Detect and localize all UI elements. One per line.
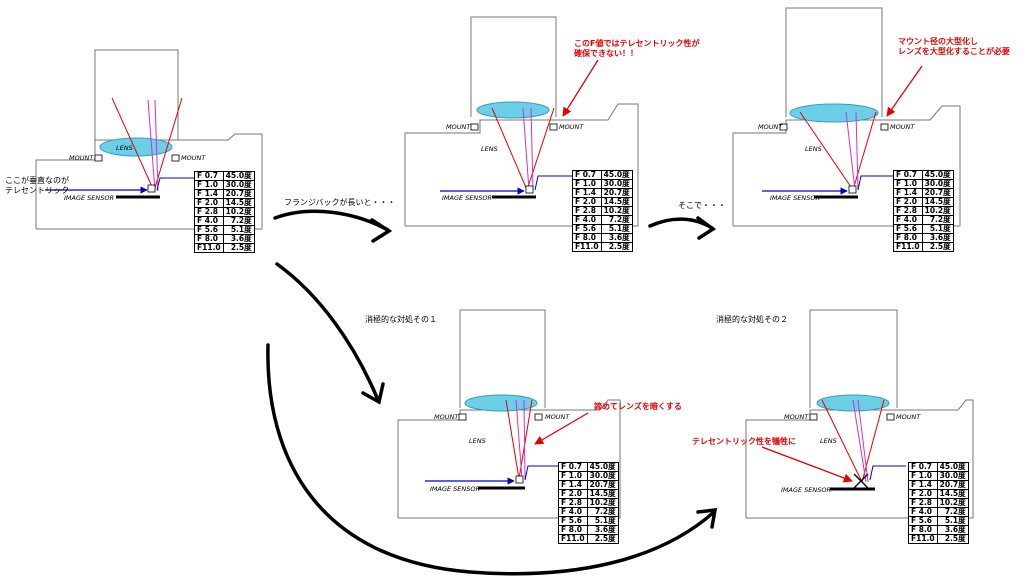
annotation-sacrifice: テレセントリック性を犠牲に [692,437,796,446]
image-sensor-label: IMAGE SENSOR [64,194,115,202]
cross-x-2 [853,473,869,489]
fnumber-cell: F11.0 [908,534,938,544]
mount-box-left [94,154,103,162]
fnumber-cell: F11.0 [558,534,588,544]
camera-panel-2 [404,16,639,227]
annotation-enlarge-mount: マウント径の大型化し レンズを大型化することが必要 [898,37,1010,56]
flow-arrows [266,209,718,576]
mount-label-right: MOUNT [890,123,915,131]
arrow-mid [275,262,380,402]
lens-label: LENS [820,437,837,445]
camera-panel-4 [397,309,621,519]
mount-label-left: MOUNT [758,123,783,131]
fnumber-cell: F11.0 [194,243,224,253]
lens-barrel [94,49,179,140]
pixel-square [147,184,156,193]
angle-cell: 2.5度 [921,242,954,252]
arrow-mid-head [361,382,385,405]
camera-panel-3 [732,7,961,227]
image-sensor-label: IMAGE SENSOR [442,194,493,202]
image-sensor-label: IMAGE SENSOR [430,485,481,493]
mount-label-right: MOUNT [545,413,570,421]
annotation-stop-down: 諦めてレンズを暗くする [594,402,682,411]
lens-label: LENS [805,145,822,153]
lens-label: LENS [481,145,498,153]
camera-panel-5 [745,309,974,519]
mount-label-left: MOUNT [784,413,809,421]
fnumber-cell: F11.0 [893,242,923,252]
mount-label-right: MOUNT [559,123,584,131]
caption-soko-de: そこで・・・ [678,201,726,210]
mount-label-right: MOUNT [181,154,206,162]
mount-box-right [171,154,180,162]
caption-passive-2: 消極的な対処その２ [716,315,788,324]
lens-label: LENS [469,437,486,445]
body-outline [35,133,263,230]
caption-passive-1: 消極的な対処その１ [365,315,437,324]
camera-panel-1 [35,49,263,230]
image-sensor-label: IMAGE SENSOR [781,486,832,494]
annotation-cannot-secure: このF値ではテレセントリック性が 確保できない！！ [574,39,700,58]
mount-label-left: MOUNT [446,123,471,131]
arrow-bottom [266,343,716,576]
lens-ellipse [99,137,173,157]
angle-cell: 2.5度 [600,242,633,252]
caption-telecentric-here: ここが垂直なのが テレセントリック [5,176,69,195]
lens-label: LENS [116,144,133,152]
mount-label-left: MOUNT [69,154,94,162]
arrow-top-head [370,218,393,243]
angle-cell: 2.5度 [222,243,255,253]
angle-cell: 2.5度 [936,534,969,544]
fnumber-cell: F11.0 [572,242,602,252]
arrow-bottom-head [696,507,718,529]
mount-label-left: MOUNT [434,413,459,421]
image-sensor-label: IMAGE SENSOR [770,194,821,202]
caption-flange-long: フランジバックが長いと・・・ [284,198,396,207]
mount-label-right: MOUNT [896,413,921,421]
annotation-arrow [562,59,599,117]
angle-cell: 2.5度 [586,534,619,544]
arrow-soko-head [696,216,717,240]
